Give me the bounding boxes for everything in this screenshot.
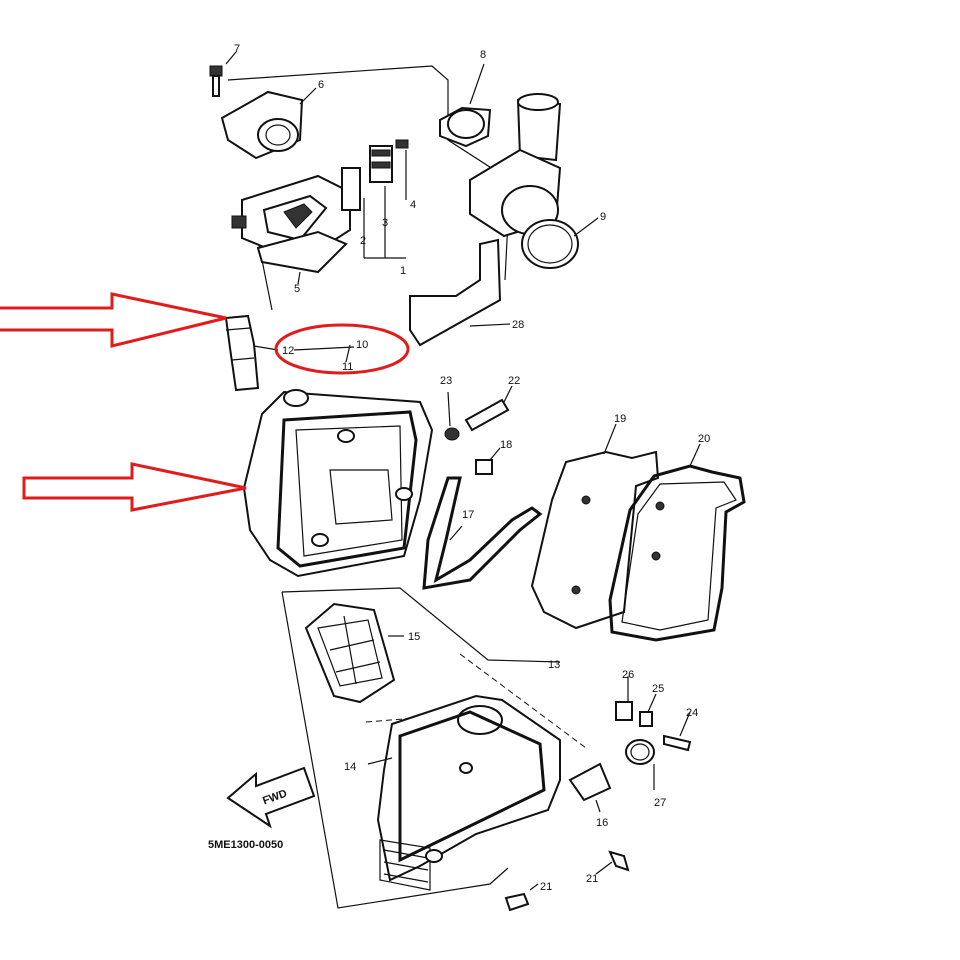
callout-19: 19 [614, 413, 626, 425]
red-circle-highlight [274, 323, 410, 375]
grommet-18 [475, 459, 493, 475]
callout-20: 20 [698, 433, 710, 445]
callout-13: 13 [548, 659, 560, 671]
bolt-7 [209, 65, 223, 97]
lower-case-14 [367, 694, 561, 891]
screw-21a [608, 850, 630, 872]
callout-21b: 21 [540, 881, 552, 893]
red-arrow-top [0, 292, 227, 348]
air-filter-case [242, 389, 434, 578]
callout-1: 1 [400, 265, 406, 277]
callout-28: 28 [512, 319, 524, 331]
callout-5: 5 [294, 283, 300, 295]
callout-4: 4 [410, 199, 416, 211]
callout-18: 18 [500, 439, 512, 451]
fwd-arrow: FWD [226, 766, 316, 829]
callout-10: 10 [356, 339, 368, 351]
callout-9: 9 [600, 211, 606, 223]
screw-4 [395, 139, 409, 149]
callout-7: 7 [234, 43, 240, 55]
duct-16 [568, 762, 612, 802]
carb-joint-group [439, 63, 599, 269]
callout-21a: 21 [586, 873, 598, 885]
hardware-right [504, 676, 692, 912]
collar-25 [639, 711, 653, 727]
seal-17 [422, 476, 543, 590]
callout-numbers: 1 2 3 4 5 6 7 8 9 10 11 12 13 14 15 16 1… [234, 43, 710, 893]
clamp-27 [625, 739, 655, 765]
intake-joint-6 [220, 90, 304, 160]
lower-case-group [281, 587, 587, 909]
callout-17: 17 [462, 509, 474, 521]
callout-27: 27 [654, 797, 666, 809]
reed-valve-group [209, 51, 511, 311]
red-annotations [0, 292, 410, 512]
callout-16: 16 [596, 817, 608, 829]
callout-3: 3 [382, 217, 388, 229]
callout-26: 26 [622, 669, 634, 681]
callout-6: 6 [318, 79, 324, 91]
callout-15: 15 [408, 631, 420, 643]
callout-23: 23 [440, 375, 452, 387]
callout-12: 12 [282, 345, 294, 357]
cover-plate-28 [409, 238, 511, 347]
reed-petal-2 [341, 167, 361, 211]
callout-25: 25 [652, 683, 664, 695]
bolt-24 [663, 734, 692, 752]
intake-duct-15 [304, 602, 404, 704]
gasket-20 [608, 443, 746, 642]
washer-23 [444, 427, 460, 441]
grommet-26 [615, 701, 633, 721]
callout-8: 8 [480, 49, 486, 61]
breather-hose [224, 314, 355, 392]
callout-2: 2 [360, 235, 366, 247]
clamp-9 [521, 219, 579, 269]
screw-21b [504, 892, 530, 912]
red-arrow-bottom [22, 462, 247, 512]
callout-24: 24 [686, 707, 698, 719]
callout-11: 11 [342, 361, 353, 373]
callout-14: 14 [344, 761, 356, 773]
drawing-code: 5ME1300-0050 [208, 839, 283, 851]
small-parts [444, 385, 513, 475]
pipe-22 [464, 398, 510, 432]
gasket-5 [256, 230, 348, 274]
element-19 [530, 423, 660, 630]
callout-22: 22 [508, 375, 520, 387]
